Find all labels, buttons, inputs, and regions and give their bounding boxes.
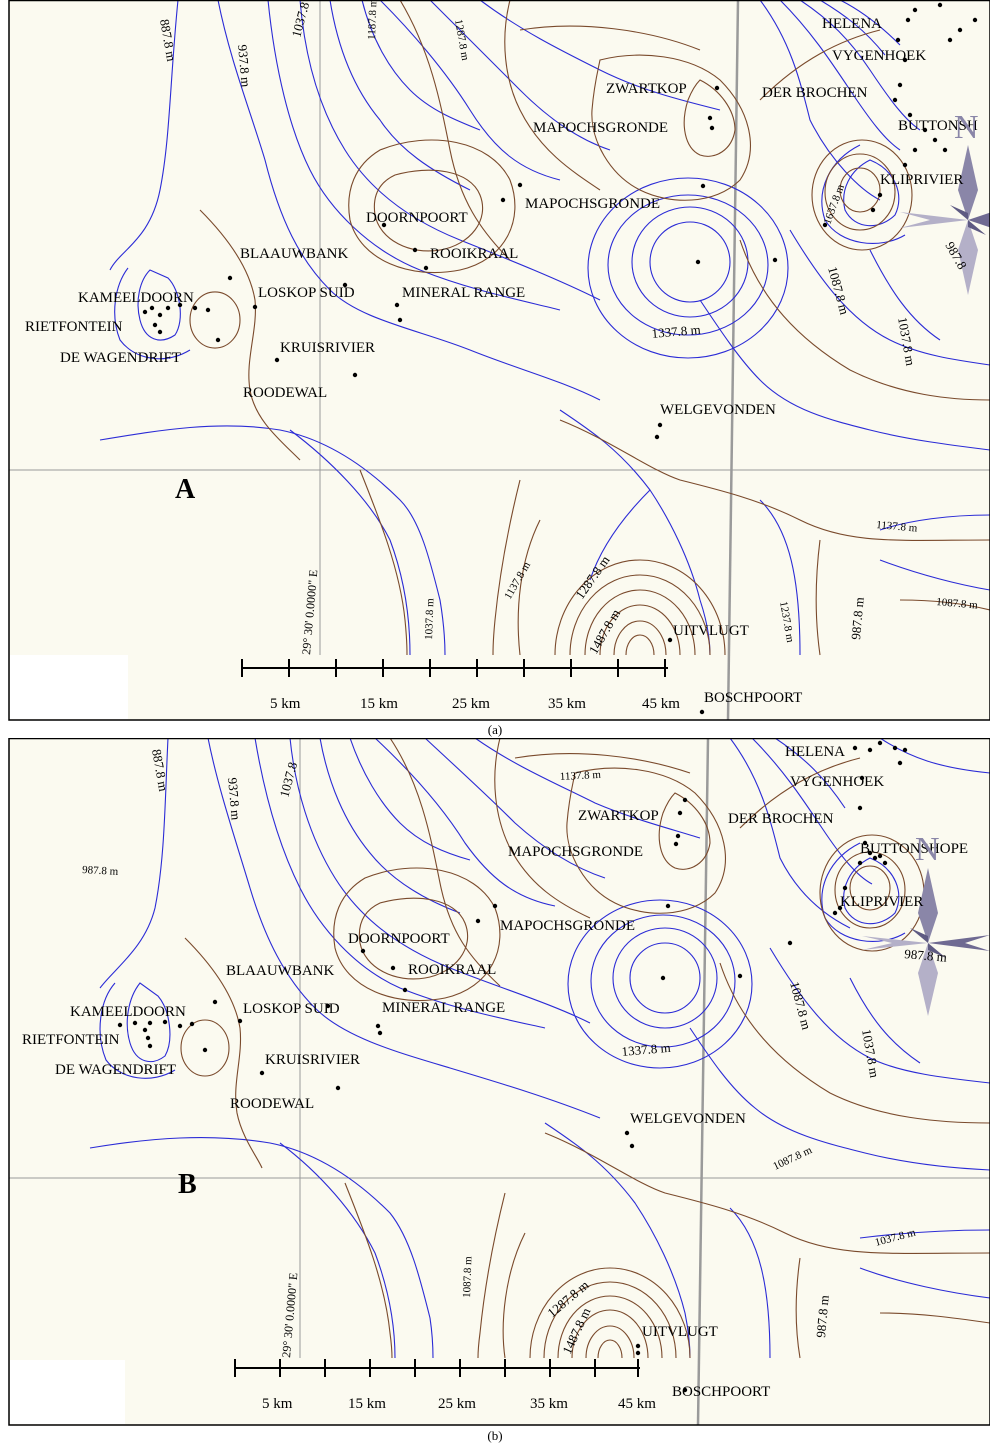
town-label: ZWARTKOP <box>578 808 659 824</box>
town-label: ZWARTKOP <box>606 81 687 97</box>
town-labels: HELENA VYGENHOEK DER BROCHEN ZWARTKOP MA… <box>25 16 978 706</box>
scale-label: 45 km <box>642 696 680 712</box>
panel-frame <box>8 0 990 721</box>
town-label: UITVLUGT <box>673 623 749 639</box>
scale-label: 25 km <box>438 1396 476 1412</box>
town-label: DER BROCHEN <box>762 85 868 101</box>
town-label: ROOIKRAAL <box>430 246 518 262</box>
town-label: HELENA <box>822 16 882 32</box>
scale-label: 5 km <box>270 696 301 712</box>
contour-label: 1137.8 m <box>876 519 918 535</box>
contour-label: 1087.8 m <box>936 596 979 612</box>
scale-label: 25 km <box>452 696 490 712</box>
town-label: MINERAL RANGE <box>382 1000 505 1016</box>
brown-contours <box>189 0 990 656</box>
panel-caption: (b) <box>487 1428 503 1443</box>
town-label: KLIPRIVIER <box>840 894 923 910</box>
scale-label: 15 km <box>348 1396 386 1412</box>
contour-label: 937.8 m <box>225 777 244 821</box>
scale-bar <box>241 659 668 677</box>
contour-label: 1187.8 m <box>366 0 379 40</box>
town-label: DER BROCHEN <box>728 811 834 827</box>
map-panel-a: 887.8 m 937.8 m 1037.8 m 1187.8 m 1287.8… <box>8 0 990 721</box>
legend-blank-box <box>10 655 128 719</box>
town-label: BUTTONSH <box>898 118 978 134</box>
scale-label: 35 km <box>530 1396 568 1412</box>
north-label: N <box>915 831 940 868</box>
town-label: UITVLUGT <box>642 1324 718 1340</box>
town-label: BUTTONSHOPE <box>860 841 968 857</box>
town-label: DOORNPOORT <box>366 210 468 226</box>
contour-label: 887.8 m <box>157 18 179 63</box>
legend-blank-box <box>10 1360 125 1424</box>
map-background <box>9 738 990 1425</box>
scale-labels: 5 km 15 km 25 km 35 km 45 km <box>270 696 680 712</box>
panel-caption: (a) <box>487 722 503 737</box>
panel-letter: A <box>175 474 196 505</box>
town-label: ROOIKRAAL <box>408 962 496 978</box>
grid-lines <box>9 738 990 1426</box>
town-label: VYGENHOEK <box>790 774 884 790</box>
town-label: WELGEVONDEN <box>630 1111 746 1127</box>
town-label: ROODEWAL <box>243 385 327 401</box>
blue-contours <box>89 738 990 1359</box>
town-label: MAPOCHSGRONDE <box>500 918 635 934</box>
contour-label: 987.8 m <box>848 596 867 640</box>
town-label: LOSKOP SUID <box>258 285 355 301</box>
town-label: LOSKOP SUID <box>243 1001 340 1017</box>
scale-labels: 5 km 15 km 25 km 35 km 45 km <box>262 1396 656 1412</box>
grid-lines <box>9 0 990 721</box>
town-label: MAPOCHSGRONDE <box>508 844 643 860</box>
scale-bar <box>234 1359 640 1377</box>
town-label: ROODEWAL <box>230 1096 314 1112</box>
panel-frame <box>8 738 990 1426</box>
town-label: DE WAGENDRIFT <box>55 1062 176 1078</box>
town-label: MAPOCHSGRONDE <box>533 120 668 136</box>
town-label: MAPOCHSGRONDE <box>525 196 660 212</box>
map-panel-b: 887.8 m 937.8 m 1037.8 1137.8 m 987.8 m … <box>8 738 990 1426</box>
town-label: KAMEELDOORN <box>78 290 194 306</box>
town-labels: HELENA VYGENHOEK ZWARTKOP DER BROCHEN MA… <box>22 744 968 1400</box>
town-label: BOSCHPOORT <box>672 1384 770 1400</box>
blue-contours <box>99 0 990 656</box>
contour-label: 1037.8 m <box>423 598 436 640</box>
town-label: DE WAGENDRIFT <box>60 350 181 366</box>
contour-label: 1337.8 m <box>651 322 701 341</box>
town-dots <box>117 740 908 1393</box>
contour-label: 987.8 m <box>904 946 948 965</box>
brown-contours <box>180 738 990 1359</box>
town-label: KLIPRIVIER <box>880 172 963 188</box>
map-background <box>9 0 990 720</box>
north-label: N <box>954 109 979 146</box>
scale-label: 45 km <box>618 1396 656 1412</box>
town-label: BOSCHPOORT <box>704 690 802 706</box>
town-label: RIETFONTEIN <box>22 1032 120 1048</box>
town-label: MINERAL RANGE <box>402 285 525 301</box>
town-label: BLAAUWBANK <box>240 246 348 262</box>
compass-rose-icon <box>900 145 990 295</box>
compass-rose-icon <box>862 868 990 1016</box>
town-label: RIETFONTEIN <box>25 319 123 335</box>
town-label: HELENA <box>785 744 845 760</box>
contour-label: 987.8 m <box>813 1294 832 1338</box>
town-label: KRUISRIVIER <box>265 1052 360 1068</box>
contour-label: 1337.8 m <box>621 1040 671 1059</box>
town-label: DOORNPOORT <box>348 931 450 947</box>
town-label: WELGEVONDEN <box>660 402 776 418</box>
town-label: BLAAUWBANK <box>226 963 334 979</box>
panel-letter: B <box>178 1169 197 1200</box>
town-label: VYGENHOEK <box>832 48 926 64</box>
scale-label: 5 km <box>262 1396 293 1412</box>
scale-label: 15 km <box>360 696 398 712</box>
contour-label: 987.8 m <box>82 864 119 878</box>
contour-label: 1087.8 m <box>461 1256 474 1298</box>
contour-label: 887.8 m <box>149 748 171 793</box>
town-label: KRUISRIVIER <box>280 340 375 356</box>
contour-label: 937.8 m <box>235 44 254 88</box>
town-dots <box>142 2 978 715</box>
contour-label: 1137.8 m <box>560 769 602 783</box>
scale-label: 35 km <box>548 696 586 712</box>
town-label: KAMEELDOORN <box>70 1004 186 1020</box>
